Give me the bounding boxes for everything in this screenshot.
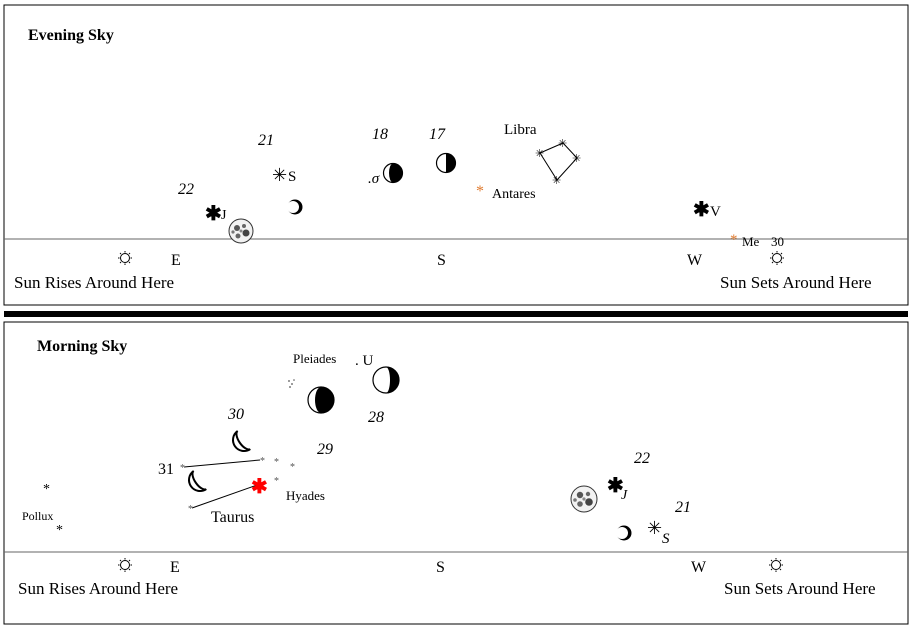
taurus-label: Taurus [211,509,254,526]
venus-label: V [710,204,721,220]
morning-title: Morning Sky [37,338,127,355]
morning-south-label: S [436,559,445,576]
star-icon: * [730,232,738,248]
saturn-label: S [662,531,670,547]
moon-icon [570,485,598,513]
uranus-label: . U [355,353,374,369]
star-icon: * [188,504,193,515]
panel-divider [4,311,908,317]
star-icon: ✳ [535,148,544,160]
star-icon: * [56,523,63,538]
star-icon: * [180,463,185,474]
sun-icon [769,558,783,572]
morning-sunset-text: Sun Sets Around Here [724,579,876,598]
evening-sunrise-text: Sun Rises Around Here [14,273,174,292]
morning-sunrise-text: Sun Rises Around Here [18,579,178,598]
jupiter-label: J [221,208,227,223]
pollux-label: Pollux [22,509,53,523]
evening-panel: Evening Sky E S W Sun Rises Around He [3,4,909,306]
star-icon: * [290,462,295,473]
pleiades-cluster [288,379,295,388]
morning-east-label: E [170,559,180,576]
aldebaran-star-icon: ✱ [251,476,268,498]
taurus-constellation [183,459,261,509]
libra-label: Libra [504,122,537,138]
sun-icon [770,251,784,265]
libra-constellation [539,142,578,181]
evening-west-label: W [687,252,703,269]
moon-icon [188,470,207,492]
evening-frame [3,4,909,306]
evening-south-label: S [437,252,446,269]
hyades-cluster: * * * * * * [180,456,295,515]
planet-star-icon: ✱ [205,203,222,225]
moon-icon [372,366,400,394]
moon-icon [232,430,251,452]
moon-icon [307,386,335,414]
morning-date-label: 21 [675,499,691,516]
hyades-label: Hyades [286,488,325,503]
moon-icon [435,152,457,174]
moon-icon [287,199,303,215]
star-icon: * [43,482,50,497]
star-icon: ✳ [272,165,287,185]
sun-icon [118,251,132,265]
star-icon: * [476,183,484,200]
antares-label: Antares [492,187,536,202]
morning-date-label: 28 [368,409,384,426]
evening-date-label: 21 [258,132,274,149]
evening-date-label: 17 [429,126,446,143]
evening-date-label: 30 [771,234,784,249]
star-icon: ✳ [558,138,567,150]
jupiter-label: J [621,488,628,503]
star-icon: ✳ [572,153,581,165]
moon-icon [616,525,632,541]
moon-icon [382,162,404,184]
planet-star-icon: ✱ [693,199,710,221]
sigma-label: .σ [368,171,380,187]
evening-title: Evening Sky [28,27,114,44]
evening-date-label: 22 [178,181,194,198]
evening-east-label: E [171,252,181,269]
morning-frame [3,321,909,625]
evening-sunset-text: Sun Sets Around Here [720,273,872,292]
star-icon: ✳ [552,175,561,187]
star-icon: * [260,456,265,467]
morning-date-label: 31 [158,461,174,478]
morning-date-label: 22 [634,450,650,467]
morning-panel: Morning Sky E S W Sun Rises Around He [3,321,909,625]
star-icon: * [274,457,279,468]
pleiades-label: Pleiades [293,351,336,366]
planet-star-icon: ✱ [607,475,624,497]
star-icon: ✳ [647,518,662,538]
evening-date-label: 18 [372,126,388,143]
morning-date-label: 29 [317,441,333,458]
saturn-label: S [288,169,296,185]
sun-icon [118,558,132,572]
morning-date-label: 30 [227,406,244,423]
moon-icon [228,218,254,244]
star-icon: * [274,476,279,487]
morning-west-label: W [691,559,707,576]
mercury-label: Me [742,234,760,249]
